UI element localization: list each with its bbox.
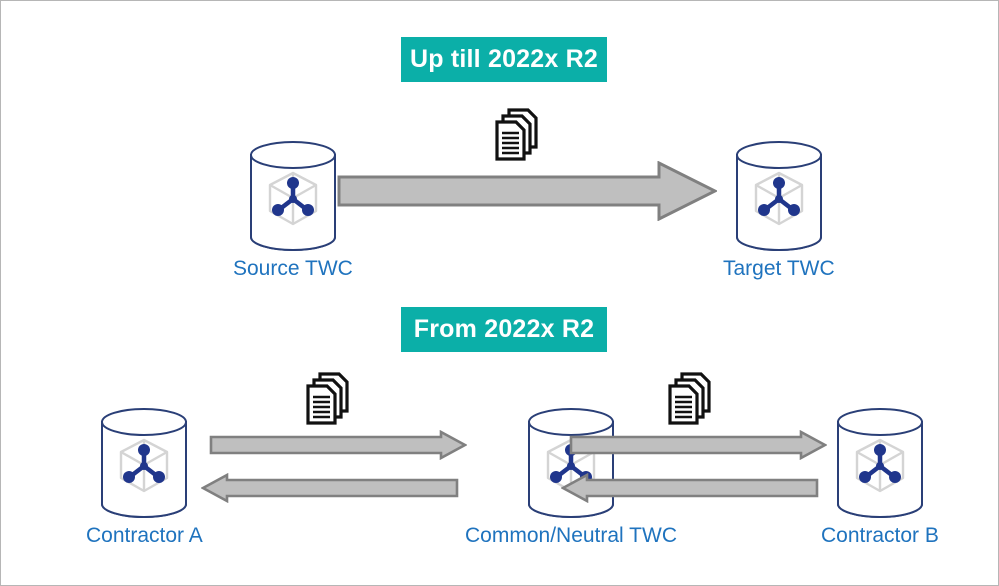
documents-stack-icon	[490, 105, 546, 161]
database-cylinder-icon	[729, 139, 829, 251]
database-cylinder-icon	[243, 139, 343, 251]
node-label-contractor-a: Contractor A	[86, 524, 203, 547]
node-target-twc: Target TWC	[723, 139, 835, 281]
section-banner-up-till: Up till 2022x R2	[401, 37, 607, 82]
node-contractor-b: Contractor B	[821, 406, 939, 548]
node-label-target-twc: Target TWC	[723, 257, 835, 280]
node-contractor-a: Contractor A	[86, 406, 203, 548]
flow-arrow-contractor-b-to-common	[561, 473, 819, 503]
node-label-common-neutral-twc: Common/Neutral TWC	[465, 524, 677, 547]
database-cylinder-icon	[94, 406, 194, 518]
flow-arrow-common-to-contractor-b	[569, 430, 827, 460]
node-label-source-twc: Source TWC	[233, 257, 353, 280]
node-label-contractor-b: Contractor B	[821, 524, 939, 547]
documents-stack-icon	[301, 369, 357, 425]
flow-arrow-common-to-contractor-a	[201, 473, 459, 503]
node-source-twc: Source TWC	[233, 139, 353, 281]
database-cylinder-icon	[830, 406, 930, 518]
flow-arrow-source-to-target	[337, 161, 717, 221]
flow-arrow-contractor-a-to-common	[209, 430, 467, 460]
documents-stack-icon	[663, 369, 719, 425]
section-banner-from: From 2022x R2	[401, 307, 607, 352]
